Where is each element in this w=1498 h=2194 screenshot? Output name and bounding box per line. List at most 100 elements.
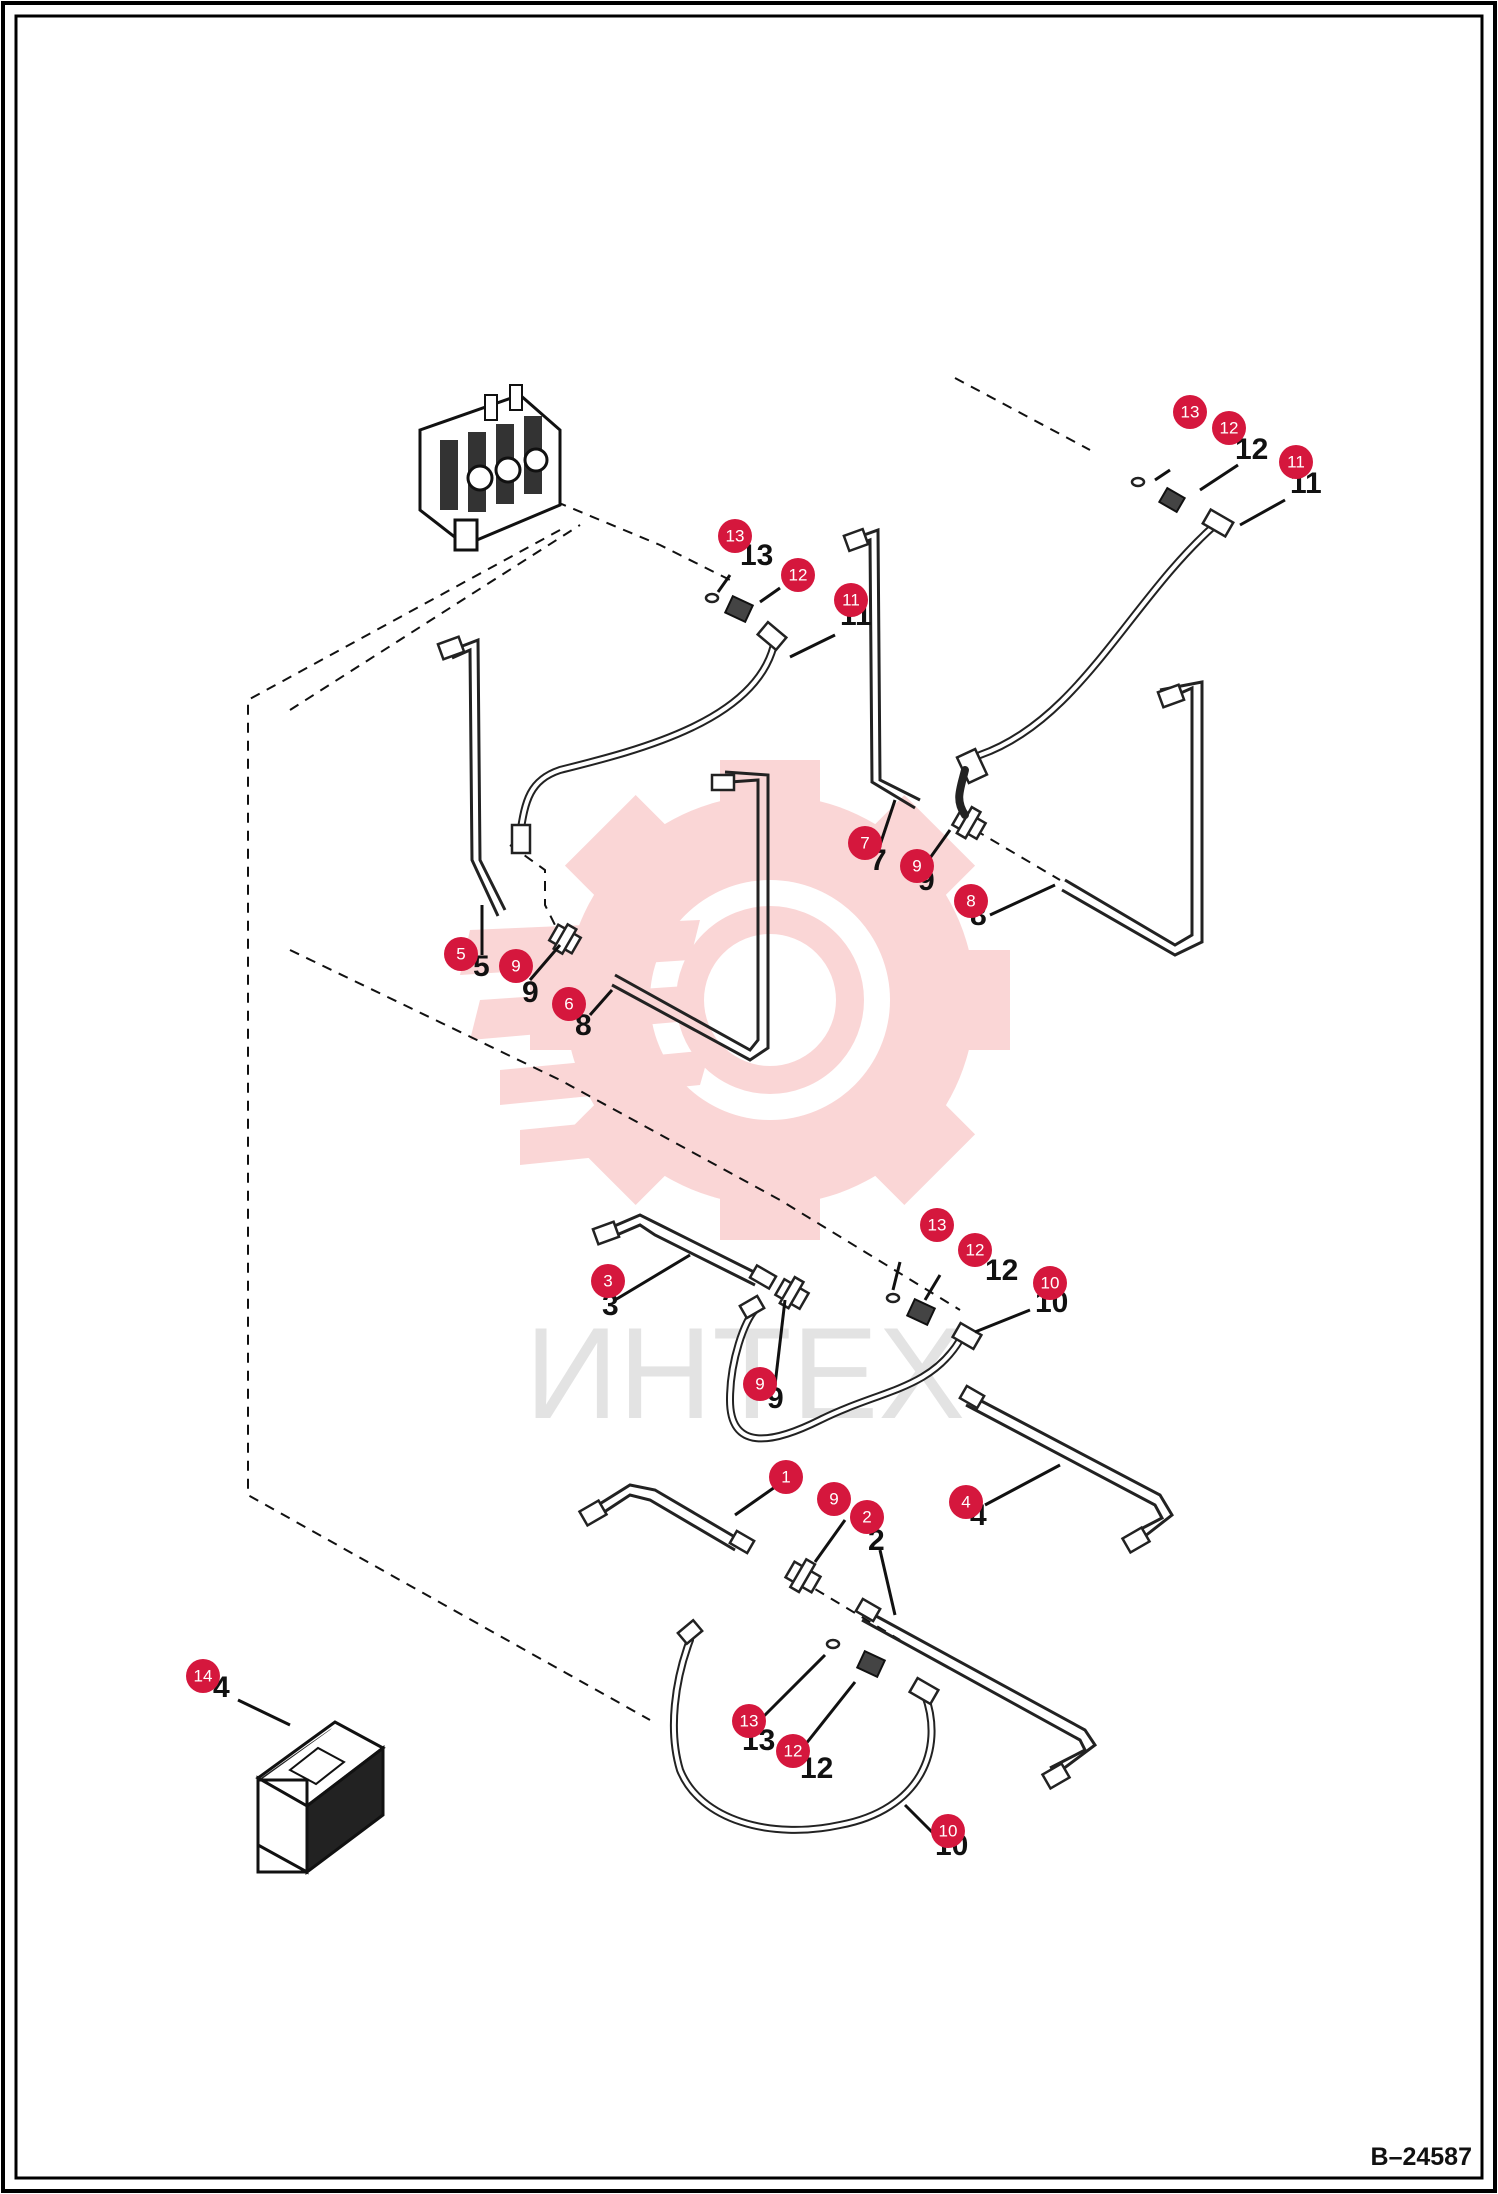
svg-text:12: 12 — [789, 566, 808, 585]
callout-12[interactable]: 12 — [958, 1233, 992, 1267]
dashed-guide-6 — [799, 1579, 901, 1641]
callout-12[interactable]: 12 — [776, 1734, 810, 1768]
adapter-upper — [723, 594, 755, 624]
callout-7[interactable]: 7 — [848, 826, 882, 860]
hose-middle — [725, 1294, 984, 1443]
tube-2 — [864, 1608, 1098, 1777]
callout-8[interactable]: 8 — [954, 884, 988, 918]
dashed-guide-4 — [289, 949, 961, 1311]
callout-10[interactable]: 10 — [1033, 1266, 1067, 1300]
tube-6 — [614, 778, 760, 1052]
hose-end-top-right — [1201, 507, 1235, 539]
callout-11[interactable]: 11 — [1279, 445, 1313, 479]
svg-text:2: 2 — [862, 1508, 871, 1527]
watermark-gear-icon — [460, 760, 1010, 1240]
svg-text:9: 9 — [912, 857, 921, 876]
callout-13[interactable]: 13 — [1173, 395, 1207, 429]
hose-lower — [669, 1618, 941, 1834]
tube-8-outline — [1061, 680, 1204, 957]
dashed-outline-main — [954, 377, 1091, 451]
callout-6[interactable]: 6 — [552, 987, 586, 1021]
tube-1 — [589, 1483, 741, 1542]
tube-8 — [1064, 685, 1194, 947]
callout-9[interactable]: 9 — [817, 1482, 851, 1516]
callout-3[interactable]: 3 — [591, 1264, 625, 1298]
callout-12[interactable]: 12 — [1212, 411, 1246, 445]
tube-4-outline — [965, 1403, 1165, 1534]
dashed-guide-1 — [289, 524, 581, 711]
hose-upper-right — [955, 521, 1219, 785]
svg-text:9: 9 — [755, 1375, 764, 1394]
svg-text:12: 12 — [1220, 419, 1239, 438]
tube-3 — [604, 1213, 761, 1277]
svg-text:12: 12 — [985, 1254, 1018, 1287]
tube-5-outline — [451, 647, 500, 917]
dashed-guide-2 — [539, 494, 731, 581]
parts-kit-box — [255, 1720, 386, 1875]
document-id: B–24587 — [1371, 2143, 1472, 2171]
callout-9[interactable]: 9 — [499, 949, 533, 983]
svg-text:9: 9 — [829, 1490, 838, 1509]
o-ring-upper — [704, 592, 720, 604]
svg-text:5: 5 — [456, 945, 465, 964]
callout-9[interactable]: 9 — [743, 1367, 777, 1401]
hose-upper-middle — [510, 636, 779, 855]
callout-2[interactable]: 2 — [850, 1500, 884, 1534]
callout-11[interactable]: 11 — [834, 583, 868, 617]
callout-14[interactable]: 14 — [186, 1659, 220, 1693]
tee-fitting-middle — [773, 1275, 811, 1311]
adapter-middle — [905, 1297, 937, 1327]
dashed-guide-3 — [509, 844, 561, 936]
hose-end-upper — [755, 620, 789, 652]
svg-text:13: 13 — [1181, 403, 1200, 422]
svg-text:1: 1 — [781, 1468, 790, 1487]
callout-13[interactable]: 13 — [732, 1704, 766, 1738]
svg-text:10: 10 — [939, 1822, 958, 1841]
leader-lines — [237, 463, 1286, 1837]
svg-text:4: 4 — [961, 1493, 970, 1512]
svg-text:9: 9 — [522, 976, 539, 1009]
control-valve — [418, 384, 562, 552]
svg-text:7: 7 — [860, 834, 869, 853]
svg-text:6: 6 — [564, 995, 573, 1014]
svg-text:13: 13 — [726, 527, 745, 546]
o-ring-top-right — [1130, 476, 1146, 488]
tube-3-outline — [604, 1223, 756, 1287]
adapter-lower — [855, 1649, 887, 1679]
tee-fitting-lower — [783, 1557, 823, 1595]
svg-text:12: 12 — [966, 1241, 985, 1260]
svg-text:9: 9 — [511, 957, 520, 976]
callout-9[interactable]: 9 — [900, 849, 934, 883]
svg-text:8: 8 — [966, 892, 975, 911]
callout-10[interactable]: 10 — [931, 1814, 965, 1848]
svg-text:11: 11 — [1287, 453, 1305, 472]
tube-6-outline — [611, 770, 770, 1062]
callout-13[interactable]: 13 — [920, 1208, 954, 1242]
callout-4[interactable]: 4 — [949, 1485, 983, 1519]
callout-1[interactable]: 1 — [769, 1460, 803, 1494]
tube-2-outline — [861, 1618, 1088, 1770]
svg-text:3: 3 — [603, 1272, 612, 1291]
svg-text:13: 13 — [740, 1712, 759, 1731]
svg-text:10: 10 — [1041, 1274, 1060, 1293]
hose-right-short — [955, 766, 969, 819]
adapter-top-right — [1157, 486, 1187, 514]
tube-7 — [849, 527, 921, 802]
callout-13[interactable]: 13 — [718, 519, 752, 553]
tube-4 — [969, 1393, 1174, 1542]
tube-1-outline — [591, 1493, 736, 1552]
svg-text:14: 14 — [194, 1667, 213, 1686]
tube-5 — [451, 637, 507, 911]
o-ring-middle — [885, 1292, 901, 1304]
inner-frame — [14, 14, 1484, 2180]
tube-7-outline — [849, 537, 916, 810]
callout-5[interactable]: 5 — [444, 937, 478, 971]
callout-12[interactable]: 12 — [781, 558, 815, 592]
callouts: 13 12 11 13 12 11 7 9 8 5 9 6 13 12 10 3… — [186, 395, 1313, 1848]
svg-text:13: 13 — [928, 1216, 947, 1235]
tee-fitting-right — [950, 805, 988, 841]
svg-text:12: 12 — [784, 1742, 803, 1761]
dashed-guide-5 — [974, 829, 1061, 881]
